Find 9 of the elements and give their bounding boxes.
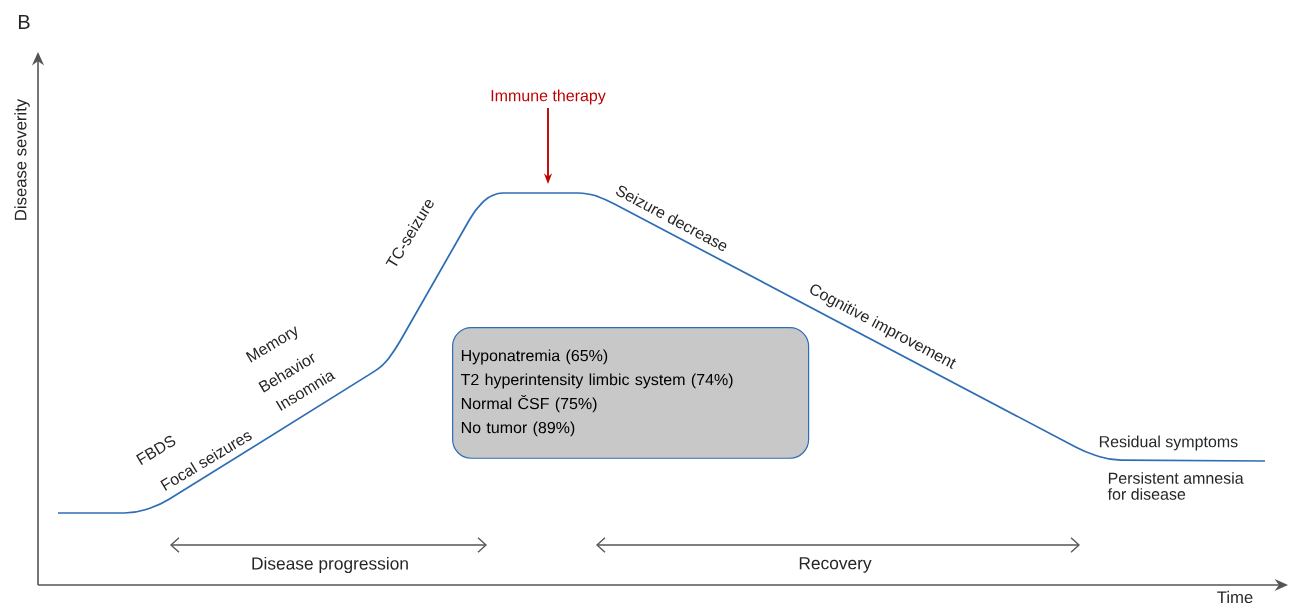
- axis-title: Disease severity: [14, 98, 30, 220]
- axis-title: Time: [1217, 590, 1253, 604]
- findings-box: Hyponatremia (65%) T2 hyperintensity limbic system (74%) Normal ČSF (75%) No tumor (89%): [452, 327, 810, 459]
- curve-label: Persistent amnesia for disease: [1107, 472, 1244, 500]
- curve-label: Residual symptoms: [1099, 435, 1238, 451]
- panel-letter: B: [19, 15, 30, 29]
- therapy-label: Immune therapy: [491, 89, 606, 105]
- phase-label: Disease progression: [252, 556, 408, 574]
- phase-label: Recovery: [799, 557, 872, 573]
